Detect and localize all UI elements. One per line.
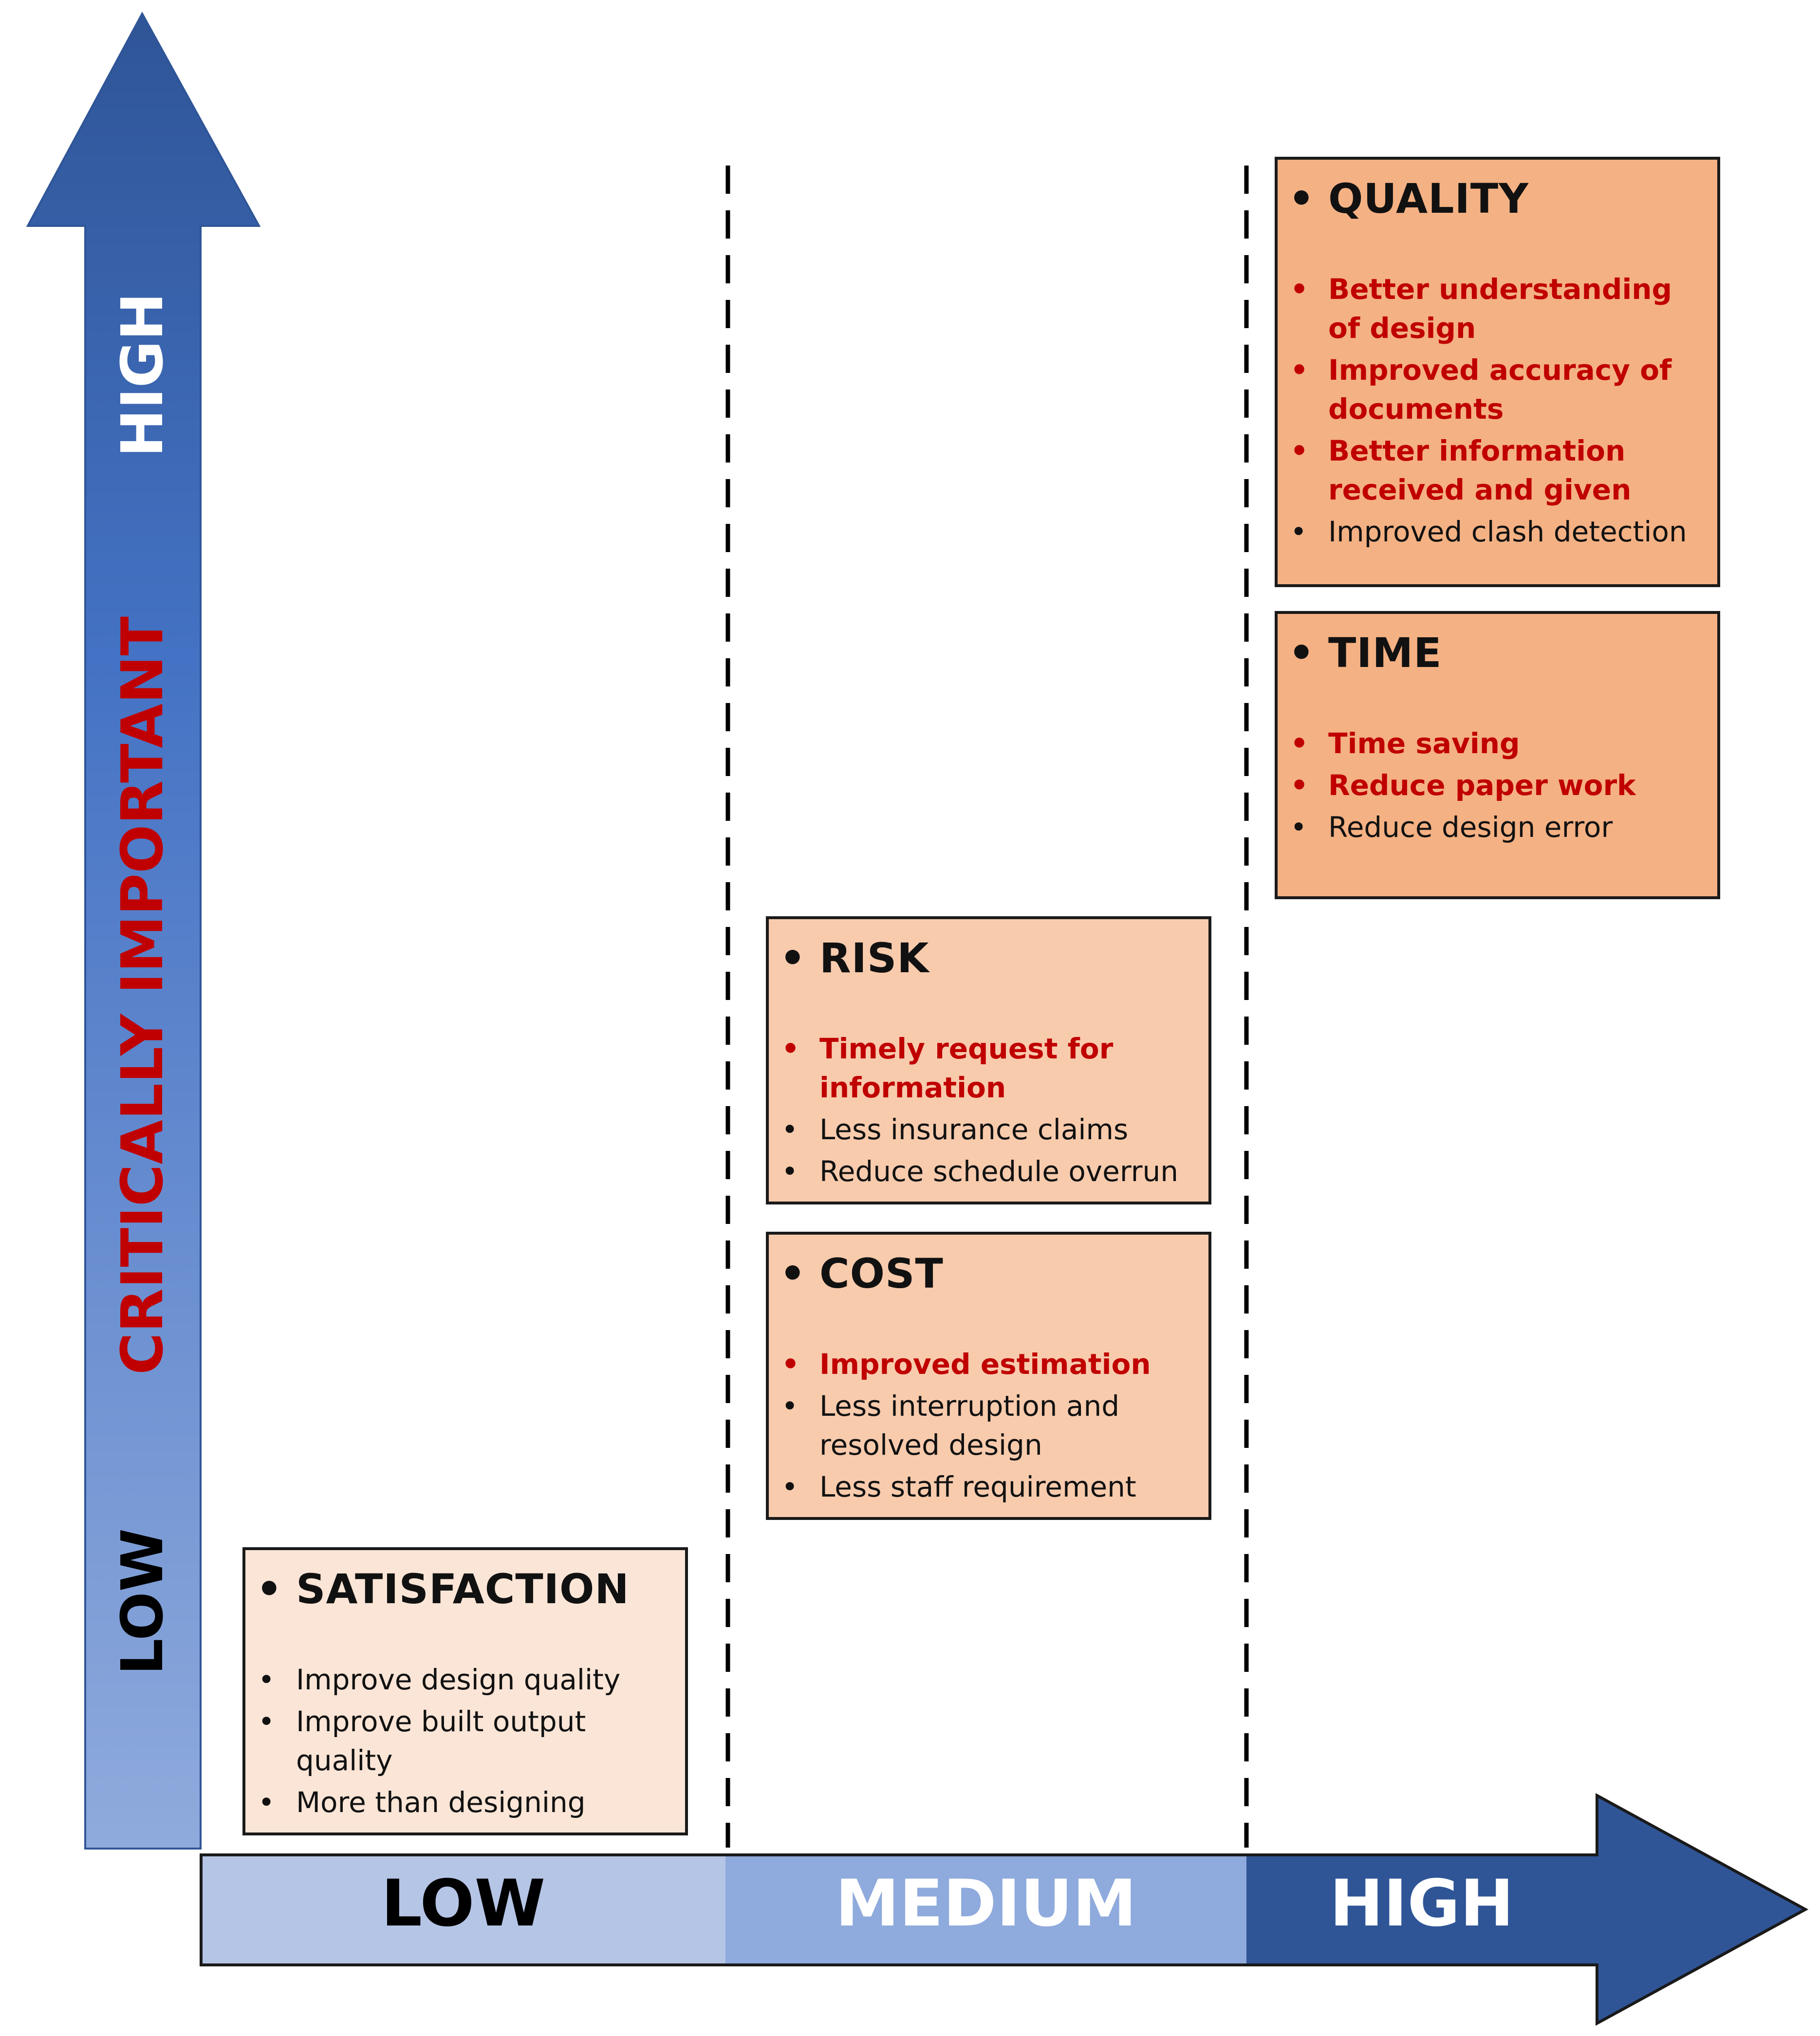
box-item: Time saving [1284, 724, 1708, 763]
box-title: RISK [776, 936, 1199, 981]
horizontal-axis-segment-high [1246, 1795, 1805, 2023]
risk-box: RISK Timely request for informationLess … [766, 916, 1211, 1204]
box-title: SATISFACTION [252, 1567, 675, 1612]
box-item: Reduce schedule overrun [776, 1152, 1199, 1191]
horizontal-axis-low-label: LOW [381, 1866, 546, 1941]
time-box: TIME Time savingReduce paper workReduce … [1275, 611, 1720, 899]
horizontal-axis-segment-medium [725, 1855, 1246, 1965]
box-item: More than designing [252, 1783, 675, 1822]
horizontal-axis-medium-label: MEDIUM [835, 1866, 1137, 1941]
cost-box: COST Improved estimationLess interruptio… [766, 1232, 1211, 1520]
box-item: Improve built output quality [252, 1702, 675, 1780]
horizontal-axis-segment-low [201, 1855, 725, 1965]
quality-box: QUALITY Better understanding of designIm… [1275, 157, 1720, 587]
box-item: Less staff requirement [776, 1467, 1199, 1506]
box-items: Better understanding of designImproved a… [1284, 270, 1708, 551]
box-item: Timely request for information [776, 1029, 1199, 1107]
box-item: Reduce paper work [1284, 766, 1708, 805]
box-item: Better information received and given [1284, 431, 1708, 509]
horizontal-axis-outline [200, 1793, 1809, 2026]
box-title: TIME [1284, 630, 1708, 676]
box-item: Less insurance claims [776, 1110, 1199, 1149]
box-item: Improve design quality [252, 1660, 675, 1699]
box-items: Improved estimationLess interruption and… [776, 1345, 1199, 1506]
satisfaction-box: SATISFACTION Improve design qualityImpro… [242, 1547, 688, 1835]
box-title: COST [776, 1251, 1199, 1296]
box-item: Less interruption and resolved design [776, 1387, 1199, 1464]
box-item: Improved accuracy of documents [1284, 351, 1708, 428]
box-title: QUALITY [1284, 176, 1708, 222]
vertical-axis-arrow [26, 11, 261, 1850]
box-items: Timely request for informationLess insur… [776, 1029, 1199, 1191]
box-item: Better understanding of design [1284, 270, 1708, 348]
box-item: Reduce design error [1284, 808, 1708, 847]
horizontal-axis-high-label: HIGH [1329, 1866, 1514, 1941]
box-items: Time savingReduce paper workReduce desig… [1284, 724, 1708, 847]
box-item: Improved estimation [776, 1345, 1199, 1384]
box-item: Improved clash detection [1284, 512, 1708, 551]
box-items: Improve design qualityImprove built outp… [252, 1660, 675, 1822]
